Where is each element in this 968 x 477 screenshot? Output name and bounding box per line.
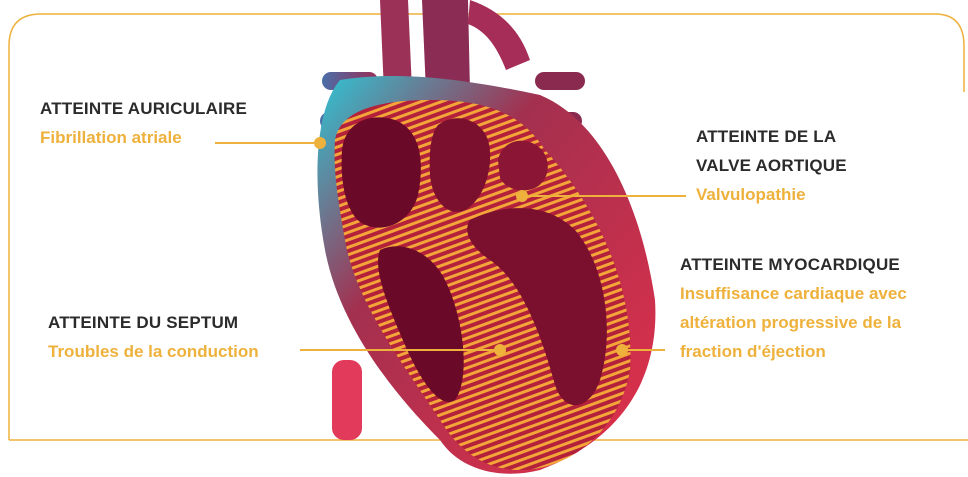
label-aortique-title-2: VALVE AORTIQUE	[696, 151, 847, 180]
label-myocardique-title: ATTEINTE MYOCARDIQUE	[680, 250, 907, 279]
label-myocardique-condition-3: fraction d'éjection	[680, 337, 907, 366]
label-septum-title: ATTEINTE DU SEPTUM	[48, 308, 259, 337]
label-aortique-title-1: ATTEINTE DE LA	[696, 122, 847, 151]
label-aortique-condition: Valvulopathie	[696, 180, 847, 209]
label-myocardique-condition-2: altération progressive de la	[680, 308, 907, 337]
label-septum-condition: Troubles de la conduction	[48, 337, 259, 366]
label-myocardique: ATTEINTE MYOCARDIQUE Insuffisance cardia…	[680, 250, 907, 366]
label-aortique: ATTEINTE DE LA VALVE AORTIQUE Valvulopat…	[696, 122, 847, 209]
label-myocardique-condition-1: Insuffisance cardiaque avec	[680, 279, 907, 308]
right-atrium	[342, 117, 421, 227]
label-auriculaire-title: ATTEINTE AURICULAIRE	[40, 94, 247, 123]
label-auriculaire-condition: Fibrillation atriale	[40, 123, 247, 152]
label-auriculaire: ATTEINTE AURICULAIRE Fibrillation atrial…	[40, 94, 247, 152]
label-septum: ATTEINTE DU SEPTUM Troubles de la conduc…	[48, 308, 259, 366]
